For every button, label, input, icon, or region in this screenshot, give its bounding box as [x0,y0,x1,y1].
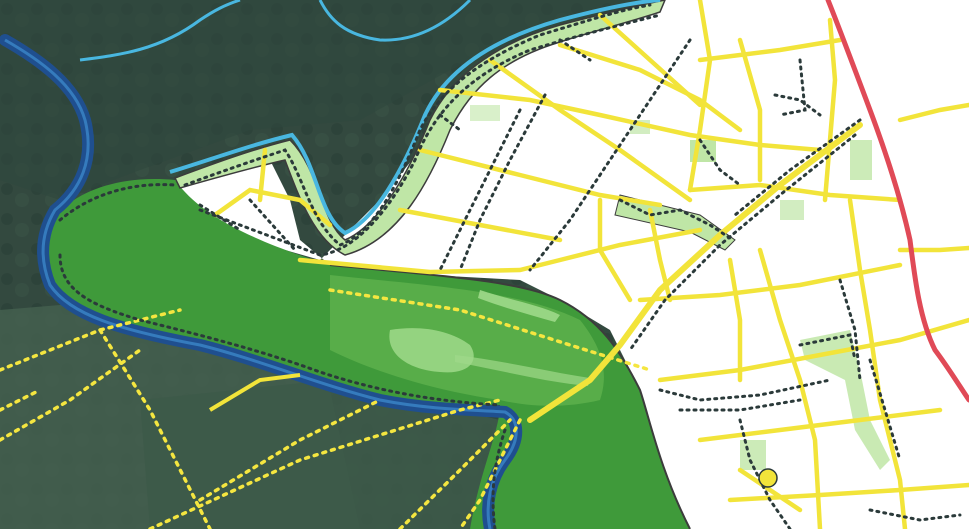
meadow-patch [389,328,474,373]
tree-row-forest-west [58,253,502,407]
green-square-2 [850,140,872,180]
tree-row-center-block [698,138,742,187]
meadow-strip [478,290,560,322]
tree-row-greenbelt-center [618,198,732,240]
streams [79,0,661,236]
street-n3 [397,207,563,243]
sw-feature [208,373,301,412]
main-avenue [527,122,863,423]
satellite-field-north [0,0,660,200]
tree-row-avenue-2 [733,118,862,217]
street-diag-1 [487,57,693,203]
tree-row-sw-branch [198,203,242,232]
street-river-embankment [297,227,703,275]
green-square-6 [740,440,766,470]
greenbelt-east [800,330,890,470]
river [0,34,523,529]
tree-row-block-e [773,93,822,117]
tree-row-south-edge [868,508,962,522]
street-south-tail [737,467,803,513]
street-e2 [687,182,903,203]
street-vert-2 [822,17,838,203]
avenue-diagonal [527,122,863,423]
street-n2 [417,147,663,208]
sw-road-segment [208,373,301,412]
street-e3 [637,262,903,303]
greenbelt-center [614,194,736,251]
tree-row-diag-2 [438,108,522,272]
planned-road-sw-diag-1 [98,328,212,529]
stream-north-1 [79,0,241,62]
tree-row-diag-1 [458,93,547,272]
planned-road-forest-1 [328,288,652,372]
roundabout-circle [758,468,778,488]
tree-row-sw-branch-2 [248,198,297,252]
stream-north-2 [318,0,472,42]
dotted-planned-roads [0,288,652,529]
tree-row-greenbelt-in [183,3,652,247]
tree-row-block-n [438,113,462,132]
tree-row-nw-inner [558,38,592,62]
street-v4 [757,247,823,529]
street-n1 [437,87,823,153]
railway-line [825,0,969,403]
forest-park [45,179,691,529]
greenbelt-north [173,0,666,256]
street-e5 [697,407,943,443]
street-v6 [597,197,633,303]
city-area [175,0,969,529]
stream-greenbelt [169,0,661,236]
street-v8 [727,257,743,383]
tree-row-south-4 [868,358,902,462]
green-square-3 [780,200,804,220]
street-e6 [727,482,969,503]
roundabout [758,468,778,488]
city-blocks [175,0,969,529]
street-vert-3 [737,37,763,183]
tree-row-east-block [778,58,807,117]
meadow-strip-2 [455,355,590,386]
planned-road-far-west [0,388,42,412]
tree-row-river-south [491,428,507,529]
street-north-edge [557,42,743,133]
river-bank [4,38,518,529]
tree-row-avenue [628,133,857,352]
tree-rows [58,3,962,529]
planned-road-sw-diag-2 [0,348,142,442]
planned-road-s-east [398,418,512,529]
planned-road-forest-2 [458,418,522,529]
green-square-5 [470,105,500,121]
green-belts [173,0,890,470]
street-e1 [697,37,843,63]
street-e4 [657,317,969,383]
planned-road-s-diag [198,398,382,502]
tree-row-forest-edge [58,183,177,222]
forest-outline [329,264,691,529]
railway [825,0,969,403]
tree-row-east-2 [798,333,857,362]
street-vert-1 [687,0,713,193]
street-diag-2 [597,12,703,108]
street-far-east [897,102,969,123]
tree-row-diag-3 [528,38,692,272]
street-v5 [847,197,908,529]
tree-row-south-1 [658,378,832,402]
tree-row-south-2 [678,398,802,412]
tree-row-east-1 [838,278,862,382]
